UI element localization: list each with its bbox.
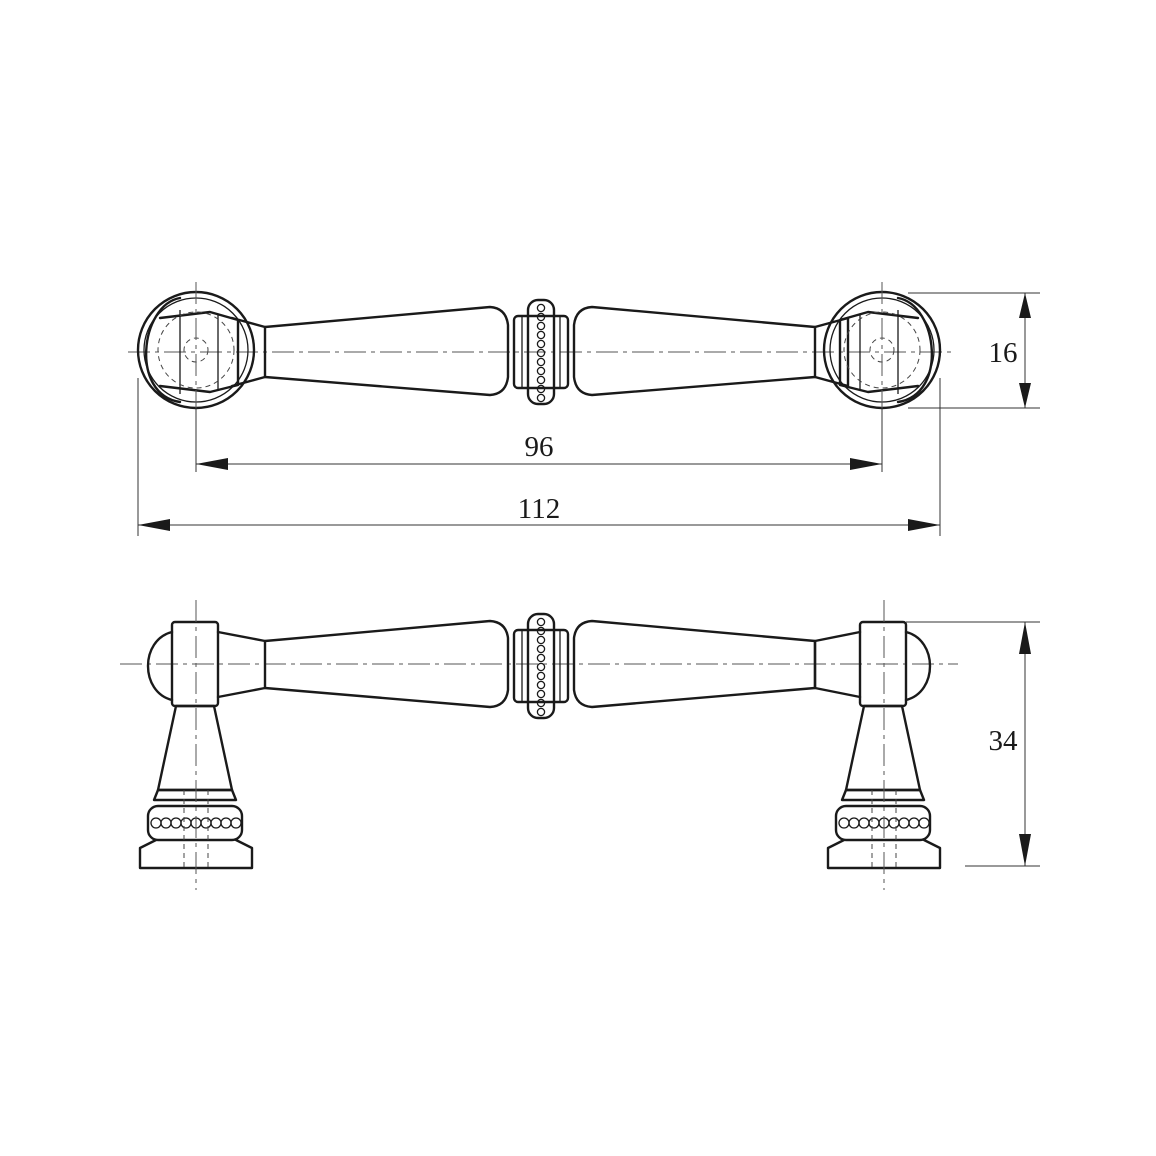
dimension-height-top: 16 [908,292,1040,409]
side-view [120,600,958,890]
dimension-center-distance: 96 [195,408,883,472]
side-view-left-bar [263,619,510,709]
dimension-overall-length-label: 112 [518,493,560,525]
dimension-projection: 34 [906,621,1040,867]
top-view-right-end [822,282,942,420]
top-view-left-bar [263,305,510,397]
dimension-overall-length: 112 [137,378,941,536]
dimension-projection-label: 34 [989,725,1019,757]
side-view-left-post [138,600,267,890]
side-view-right-post [813,600,942,890]
side-view-center-bead-ring [512,612,570,720]
top-view [128,282,955,420]
top-view-left-end [136,282,256,420]
dimension-center-distance-label: 96 [525,431,554,463]
dimension-height-top-label: 16 [989,337,1018,369]
top-view-right-bar [572,305,817,397]
top-view-center-bead-ring [512,298,570,406]
top-view-left-neck [230,316,267,388]
